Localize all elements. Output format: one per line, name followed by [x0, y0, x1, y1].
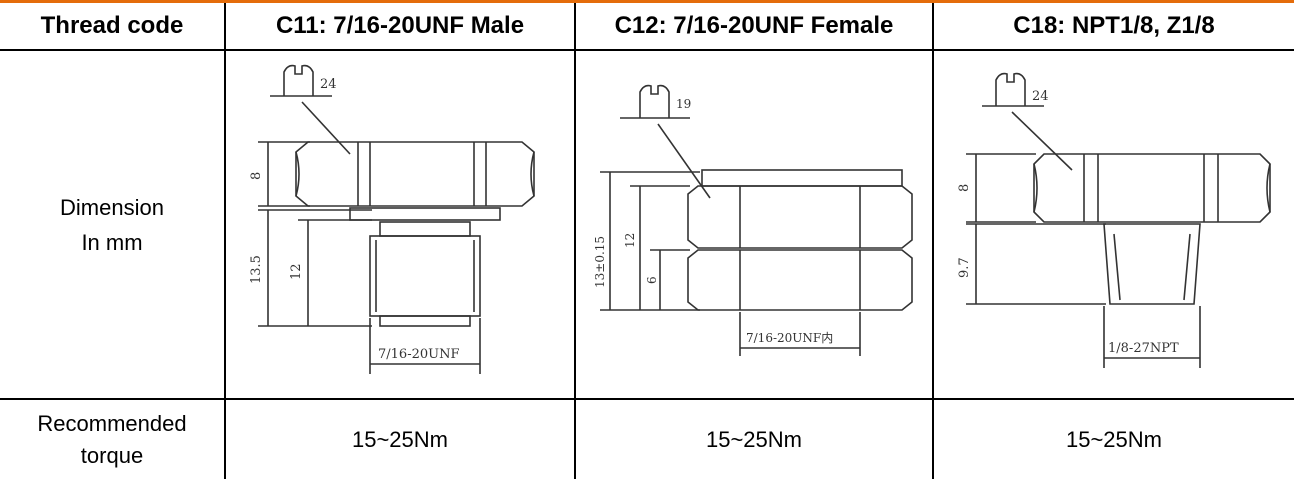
- dimension-label-line2: In mm: [81, 229, 143, 255]
- c18-dimension-drawing: 24 8 9.7 1/8-27NPT: [957, 72, 1271, 368]
- column-divider: [932, 3, 934, 479]
- row-divider: [0, 398, 1294, 400]
- torque-c18: 15~25Nm: [1065, 427, 1162, 452]
- header-divider: [0, 49, 1294, 51]
- torque-label-line1: Recommended: [37, 410, 187, 436]
- torque-c12: 15~25Nm: [705, 427, 802, 452]
- column-divider: [574, 3, 576, 479]
- c18-thread-length: 9.7: [957, 257, 972, 278]
- c12-total-height: 13±0.15: [593, 236, 607, 288]
- c11-total-length: 13.5: [249, 255, 264, 284]
- wrench-icon: [639, 84, 670, 110]
- c12-dimension-drawing: 19 13±0.15 12 6 7/16-20UNF内: [593, 84, 913, 356]
- c18-thread-spec: 1/8-27NPT: [1108, 341, 1179, 356]
- torque-label-line2: torque: [80, 442, 144, 468]
- c11-wrench-size: 24: [320, 77, 337, 92]
- torque-c11: 15~25Nm: [351, 427, 448, 452]
- wrench-icon: [995, 72, 1026, 98]
- header-thread-code: Thread code: [40, 12, 184, 39]
- header-c12: C12: 7/16-20UNF Female: [614, 12, 894, 39]
- c18-hex-height: 8: [957, 184, 972, 192]
- c12-thread-spec: 7/16-20UNF内: [746, 331, 833, 345]
- c11-thread-length: 12: [289, 263, 304, 280]
- c11-hex-height: 8: [249, 172, 264, 180]
- dimension-label-line1: Dimension: [60, 194, 164, 220]
- c18-wrench-size: 24: [1032, 89, 1049, 104]
- c12-wrench-size: 19: [676, 97, 691, 111]
- c12-upper-height: 12: [623, 233, 637, 248]
- column-divider: [224, 3, 226, 479]
- c11-dimension-drawing: 24 8 13.5 12 7/16-20UNF: [249, 64, 535, 374]
- hex-nut-shape: [687, 185, 913, 249]
- c11-thread-spec: 7/16-20UNF: [378, 347, 459, 362]
- header-c11: C11: 7/16-20UNF Male: [275, 12, 525, 39]
- dimension-label: Dimension In mm: [0, 51, 224, 398]
- wrench-icon: [283, 64, 314, 88]
- hex-nut-shape: [1033, 153, 1271, 223]
- c12-lower-height: 6: [645, 276, 659, 284]
- top-accent-rule: [0, 0, 1294, 3]
- header-c18: C18: NPT1/8, Z1/8: [1013, 12, 1215, 39]
- torque-label: Recommended torque: [0, 400, 224, 479]
- hex-nut-shape: [295, 141, 535, 207]
